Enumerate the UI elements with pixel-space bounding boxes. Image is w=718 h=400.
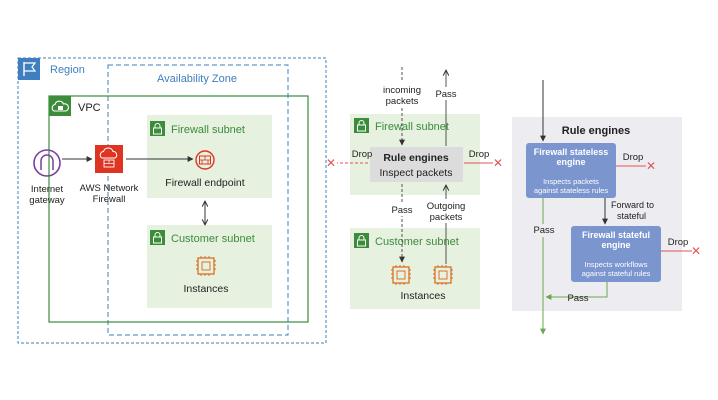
stateless-desc-1: Inspects packets	[543, 177, 599, 186]
lock-icon	[357, 120, 366, 132]
mid-rule-engines-title: Rule engines	[383, 152, 449, 164]
mid-firewall-subnet-label: Firewall subnet	[375, 121, 449, 133]
network-firewall-icon-box	[95, 145, 123, 173]
region-label: Region	[50, 64, 85, 76]
internet-gateway-label-1: Internet	[31, 184, 64, 195]
stateful-engine-box	[571, 226, 661, 282]
lock-icon	[153, 232, 162, 244]
stateless-engine-box	[526, 143, 616, 198]
region-boundary	[17, 57, 327, 344]
network-firewall-label-2: Firewall	[93, 194, 126, 205]
stateful-drop-label: Drop	[668, 237, 689, 248]
stateless-desc-2: against stateless rules	[534, 186, 608, 195]
stateful-title-2: engine	[601, 240, 630, 250]
pass-top-bg	[434, 87, 458, 100]
availability-zone-label: Availability Zone	[157, 73, 237, 85]
stateful-desc-1: Inspects workflows	[585, 260, 648, 269]
stateful-title-1: Firewall stateful	[582, 230, 650, 240]
mid-pass-bottom-label: Pass	[391, 205, 412, 216]
pass-left-bg	[532, 224, 556, 237]
internet-gateway-label-2: gateway	[29, 195, 65, 206]
mid-drop-right-label: Drop	[469, 149, 490, 160]
incoming-packets-label-2: packets	[386, 96, 419, 107]
pass-bottom-bg	[389, 203, 415, 216]
firewall-endpoint-icon	[195, 150, 215, 170]
mid-inspect-packets: Inspect packets	[380, 167, 453, 179]
stateful-drop-x-icon: ✕	[691, 244, 701, 258]
right-pass-bottom-label: Pass	[567, 293, 588, 304]
drop-left-x-icon: ✕	[326, 156, 336, 170]
stateless-drop-label: Drop	[623, 152, 644, 163]
internet-gateway-icon	[33, 149, 61, 177]
firewall-endpoint-label: Firewall endpoint	[165, 177, 244, 189]
right-pass-left-label: Pass	[533, 225, 554, 236]
customer-subnet-label: Customer subnet	[171, 233, 255, 245]
mid-rule-engines-box	[370, 147, 463, 182]
firewall-subnet-label: Firewall subnet	[171, 124, 245, 136]
incoming-packets-label-1: incoming	[383, 85, 421, 96]
lock-icon	[357, 235, 366, 247]
rule-engines-panel-title: Rule engines	[562, 125, 630, 137]
forward-label-2: stateful	[617, 211, 646, 221]
mid-drop-left-label: Drop	[352, 149, 373, 160]
mid-customer-subnet-label: Customer subnet	[375, 236, 459, 248]
lock-icon	[153, 123, 162, 135]
stateful-desc-2: against stateful rules	[582, 269, 651, 278]
outgoing-packets-label-2: packets	[430, 212, 463, 223]
outgoing-bg	[425, 199, 467, 223]
instance-chip-icon	[433, 265, 453, 285]
forward-label-1: Forward to	[611, 200, 654, 210]
drop-right-x-icon: ✕	[493, 156, 503, 170]
flag-icon	[23, 62, 37, 76]
outgoing-packets-label-1: Outgoing	[427, 201, 466, 212]
stateless-drop-x-icon: ✕	[646, 159, 656, 173]
network-firewall-icon	[99, 147, 118, 168]
availability-zone-boundary	[107, 64, 289, 336]
vpc-label: VPC	[78, 102, 101, 114]
cloud-lock-icon	[51, 100, 70, 112]
stateful-pass-arrow	[545, 282, 608, 300]
mid-instances-label: Instances	[401, 290, 446, 302]
region-flag-box	[18, 58, 40, 80]
network-firewall-label-1: AWS Network	[80, 183, 139, 194]
instance-chip-icon	[391, 265, 411, 285]
instance-chip-icon	[196, 256, 216, 276]
instances-label: Instances	[184, 283, 229, 295]
stateless-title-2: engine	[556, 157, 585, 167]
stateless-title-1: Firewall stateless	[534, 147, 609, 157]
customer-subnet-box	[147, 225, 272, 308]
mid-pass-top-label: Pass	[435, 89, 456, 100]
mid-customer-subnet-box	[350, 228, 480, 309]
vpc-boundary	[48, 95, 309, 323]
